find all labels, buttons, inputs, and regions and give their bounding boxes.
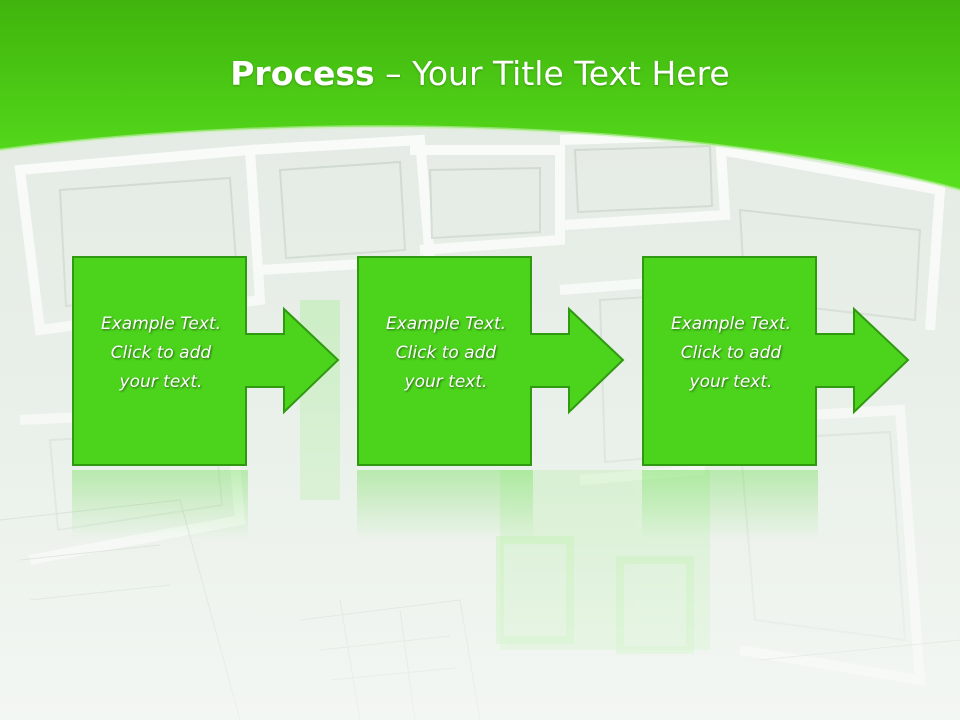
step-reflection-3 bbox=[642, 470, 818, 540]
step-reflection-2 bbox=[357, 470, 533, 540]
slide-title[interactable]: Process – Your Title Text Here bbox=[0, 52, 960, 96]
step-text-line-3: your text. bbox=[404, 372, 488, 392]
step-text-line-1: Example Text. bbox=[670, 314, 792, 334]
step-text-line-2: Click to add bbox=[110, 343, 212, 363]
arrow-box-shape bbox=[642, 256, 910, 466]
step-text-line-1: Example Text. bbox=[385, 314, 507, 334]
title-rest: – Your Title Text Here bbox=[374, 54, 730, 93]
arrow-box-shape bbox=[357, 256, 625, 466]
process-step-3[interactable]: Example Text. Click to add your text. bbox=[642, 256, 910, 468]
step-text-line-3: your text. bbox=[119, 372, 203, 392]
process-step-2[interactable]: Example Text. Click to add your text. bbox=[357, 256, 625, 468]
title-bold: Process bbox=[230, 54, 375, 93]
process-step-1[interactable]: Example Text. Click to add your text. bbox=[72, 256, 340, 468]
step-text-line-1: Example Text. bbox=[100, 314, 222, 334]
step-text-line-2: Click to add bbox=[680, 343, 782, 363]
step-text: Example Text. Click to add your text. bbox=[648, 310, 814, 397]
step-text-line-3: your text. bbox=[689, 372, 773, 392]
arrow-box-shape bbox=[72, 256, 340, 466]
step-text-line-2: Click to add bbox=[395, 343, 497, 363]
step-reflection-1 bbox=[72, 470, 248, 540]
step-text: Example Text. Click to add your text. bbox=[363, 310, 529, 397]
step-text: Example Text. Click to add your text. bbox=[78, 310, 244, 397]
